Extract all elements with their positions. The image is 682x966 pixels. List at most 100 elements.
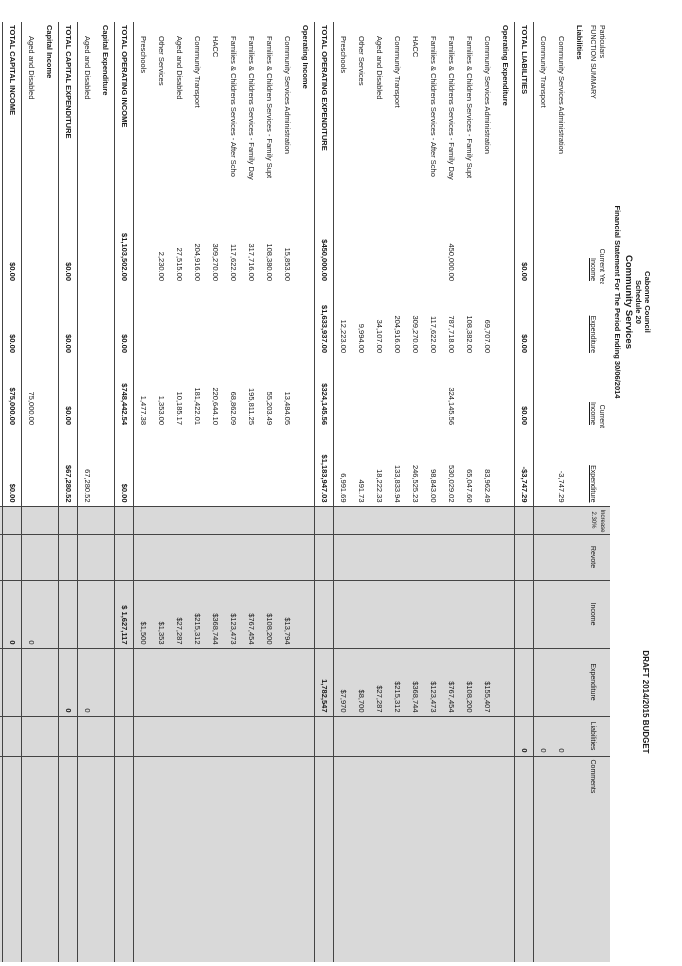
cell-revote	[388, 534, 406, 580]
cell-b-inc: $108,200	[260, 580, 278, 648]
section-row: Capital Income	[40, 22, 59, 962]
cell-b-exp: $ 1,782,547	[0, 648, 3, 716]
cell-act-inc: $0.00	[514, 356, 534, 428]
cell-est-inc: 317,716.00	[247, 243, 256, 281]
cell-inc-pct	[133, 506, 152, 534]
table-row: Families & Childrens Services - Family D…	[242, 22, 260, 962]
cell-inc-pct	[442, 506, 460, 534]
cell-act-inc: 220,644.10	[211, 387, 220, 425]
cell-b-inc	[370, 580, 388, 648]
cell-act-inc: 195,811.25	[247, 388, 256, 425]
cell-b-inc	[406, 580, 424, 648]
cell-est-inc	[460, 212, 478, 284]
cell-comments	[496, 756, 515, 962]
cell-act-inc: $0.00	[58, 356, 78, 428]
cell-b-inc	[296, 580, 315, 648]
row-label: TOTAL OPERATING EXPENDITURE	[314, 22, 334, 212]
cell-liab	[460, 716, 478, 756]
cell-b-inc: 0	[2, 580, 22, 648]
cell-act-exp: 133,833.94	[393, 464, 402, 503]
cell-est-exp: $0.00	[2, 284, 22, 356]
cell-act-inc	[78, 356, 97, 428]
cell-b-inc	[496, 580, 515, 648]
cell-b-exp: $7,970	[333, 648, 352, 716]
header-budget-expenditure: Expenditure	[588, 648, 610, 716]
cell-b-exp: 0	[58, 648, 78, 716]
cell-revote	[278, 534, 296, 580]
cell-inc-pct	[114, 506, 134, 534]
row-label: TOTAL CAPITAL INCOME	[2, 22, 22, 212]
cell-b-exp: $215,312	[388, 648, 406, 716]
cell-est-inc: 27,515.00	[175, 247, 184, 281]
cell-act-inc	[296, 356, 315, 428]
cell-revote	[570, 534, 588, 580]
cell-est-exp	[40, 284, 59, 356]
cell-act-exp: -3,747.29	[557, 470, 566, 503]
cell-inc-pct	[352, 506, 370, 534]
cell-b-inc	[58, 580, 78, 648]
cell-act-exp: 246,525.23	[411, 464, 420, 503]
cell-comments	[224, 756, 242, 962]
cell-revote	[224, 534, 242, 580]
table-row: Families & Childrens Services - Family D…	[442, 22, 460, 962]
cell-act-exp	[96, 428, 115, 506]
cell-inc-pct	[0, 506, 3, 534]
cell-b-exp	[170, 648, 188, 716]
cell-act-exp	[278, 428, 296, 506]
cell-comments	[77, 756, 96, 962]
row-label: Community Services Administration	[557, 36, 566, 154]
cell-inc-pct	[296, 506, 315, 534]
cell-revote	[260, 534, 278, 580]
cell-comments	[514, 756, 534, 962]
cell-inc-pct	[21, 506, 40, 534]
cell-b-inc	[533, 580, 552, 648]
row-label: Other Services	[157, 36, 166, 86]
cell-inc-pct	[2, 506, 22, 534]
cell-liab	[496, 716, 515, 756]
cell-act-inc: 55,203.49	[265, 391, 274, 425]
cell-est-inc	[552, 212, 570, 284]
row-label: TOTAL CAPITAL EXPENDITURE	[58, 22, 78, 212]
cell-comments	[424, 756, 442, 962]
cell-b-exp	[552, 648, 570, 716]
cell-est-inc	[370, 212, 388, 284]
cell-act-exp	[22, 428, 41, 506]
cell-b-exp: $767,454	[442, 648, 460, 716]
row-label: Liabilities	[575, 25, 584, 60]
cell-liab: 0	[533, 716, 552, 756]
act-expenditure-label: Expenditure	[589, 465, 596, 503]
header-budget-income: Income	[588, 580, 610, 648]
cell-est-inc: 108,380.00	[265, 243, 274, 281]
cell-comments	[96, 756, 115, 962]
cell-est-exp: 204,916.00	[393, 315, 402, 353]
row-label: HACC	[211, 36, 220, 58]
cell-b-inc: $27,287	[170, 580, 188, 648]
cell-est-inc	[134, 212, 153, 284]
row-label: Aged and Disabled	[375, 36, 384, 100]
cell-est-inc	[334, 212, 353, 284]
row-label: Operating Expenditure	[501, 25, 510, 106]
cell-b-exp	[224, 648, 242, 716]
cell-est-exp: 12,223.00	[339, 319, 348, 353]
cell-est-inc: 450,000.00	[447, 243, 456, 281]
cell-est-exp	[534, 284, 553, 356]
cell-act-inc: 324,145.56	[447, 387, 456, 425]
cell-est-inc	[478, 212, 496, 284]
cell-comments	[278, 756, 296, 962]
increase-value: 2.30%	[590, 511, 596, 529]
cell-liab	[570, 716, 588, 756]
cell-act-inc	[570, 356, 588, 428]
cell-est-exp: 34,107.00	[375, 319, 384, 353]
cell-b-inc	[424, 580, 442, 648]
cell-est-inc	[388, 212, 406, 284]
cell-liab: 0	[0, 716, 3, 756]
cell-revote	[478, 534, 496, 580]
cell-b-inc	[77, 580, 96, 648]
section-row: Capital Expenditure	[96, 22, 115, 962]
cell-est-inc	[78, 212, 97, 284]
row-label: Preschools	[139, 36, 148, 74]
cell-comments	[314, 756, 334, 962]
